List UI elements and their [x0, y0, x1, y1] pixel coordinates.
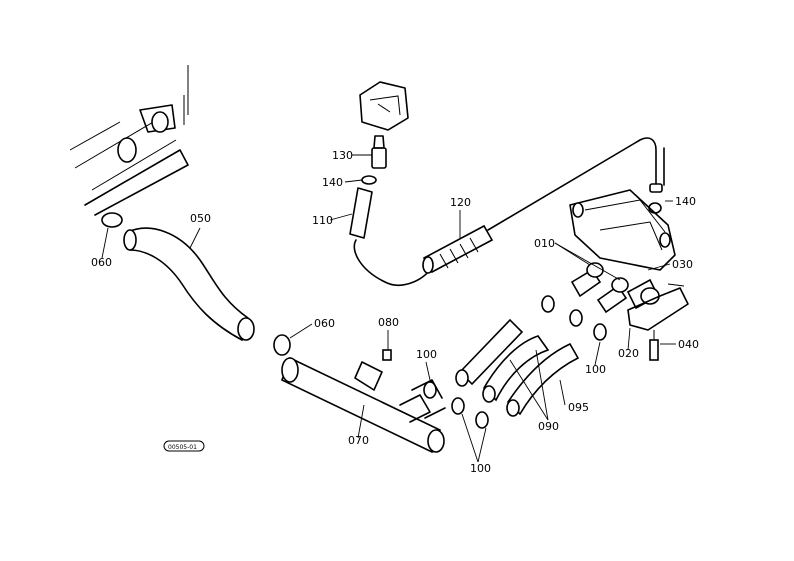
callout-050: 050 — [190, 212, 211, 225]
callout-010: 010 — [534, 237, 555, 250]
fittings-010 — [570, 262, 660, 314]
thin-line-right — [487, 137, 657, 231]
thermostat-housing — [359, 81, 409, 131]
callout-020: 020 — [618, 347, 639, 360]
manifold-020 — [627, 283, 689, 331]
clamp-060-left — [101, 212, 123, 228]
pipe-070 — [281, 356, 446, 454]
callout-100-c: 100 — [470, 462, 491, 475]
clamp-140-right2 — [648, 202, 662, 214]
sensor-130 — [371, 135, 387, 169]
callout-140-left: 140 — [322, 176, 343, 189]
pipe-110 — [349, 187, 373, 239]
callout-030: 030 — [672, 258, 693, 271]
engine-block-outline — [69, 65, 189, 216]
clamp-140-left — [361, 175, 377, 185]
callout-060-right: 060 — [314, 317, 335, 330]
callout-080: 080 — [378, 316, 399, 329]
clamp-100-c — [593, 323, 607, 341]
reference-tag: 00505-01 — [163, 440, 205, 452]
callout-040: 040 — [678, 338, 699, 351]
hose-120 — [422, 224, 494, 274]
callout-070: 070 — [348, 434, 369, 447]
callout-130: 130 — [332, 149, 353, 162]
clamp-140-right — [649, 183, 663, 193]
clamp-060-right — [273, 334, 291, 356]
hose-050 — [123, 227, 255, 342]
callout-100-a: 100 — [416, 348, 437, 361]
water-pump-housing — [569, 189, 676, 271]
hoses-090 — [455, 318, 580, 417]
reference-tag-text: 00505-01 — [168, 444, 197, 451]
callout-090: 090 — [538, 420, 559, 433]
clamp-100-a — [541, 295, 555, 313]
clamp-100-d — [423, 381, 437, 399]
callout-120: 120 — [450, 196, 471, 209]
clamp-100-e — [451, 397, 465, 415]
clamp-100-f — [475, 411, 489, 429]
callout-100-b: 100 — [585, 363, 606, 376]
callout-110: 110 — [312, 214, 333, 227]
bolt-040 — [649, 330, 659, 361]
clamp-100-b — [569, 309, 583, 327]
callout-140-right: 140 — [675, 195, 696, 208]
callout-095: 095 — [568, 401, 589, 414]
callout-060-left: 060 — [91, 256, 112, 269]
bracket-080 — [354, 349, 392, 391]
thin-line — [353, 239, 431, 286]
leader-lines — [101, 154, 676, 463]
